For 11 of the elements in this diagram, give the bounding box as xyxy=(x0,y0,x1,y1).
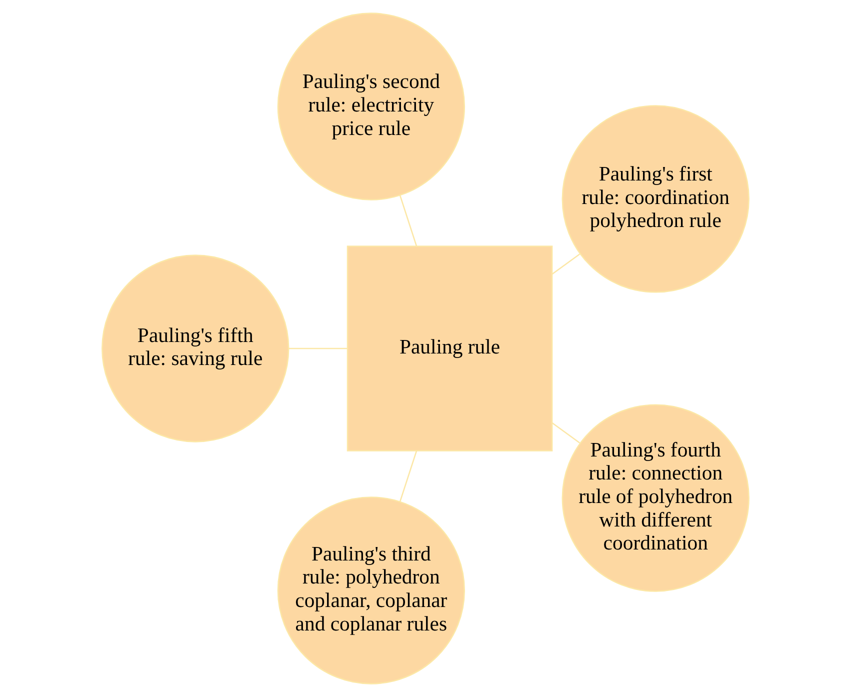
node-circle: Pauling's fourth rule: connection rule of polyhedron with different coordination xyxy=(561,404,749,592)
connector xyxy=(398,450,417,502)
connector xyxy=(398,195,417,246)
node-box: Pauling rule xyxy=(346,246,552,452)
connector xyxy=(551,254,580,275)
node-circle: Pauling's fifth rule: saving rule xyxy=(101,254,289,442)
node-circle: Pauling's second rule: electricity price rule xyxy=(276,12,465,200)
node-circle: Pauling's third rule: polyhedron coplanar, coplanar and coplanar rules xyxy=(276,496,465,684)
connector xyxy=(551,422,580,444)
connector xyxy=(288,348,347,350)
node-circle: Pauling's first rule: coordination polyhedron rule xyxy=(561,105,749,293)
